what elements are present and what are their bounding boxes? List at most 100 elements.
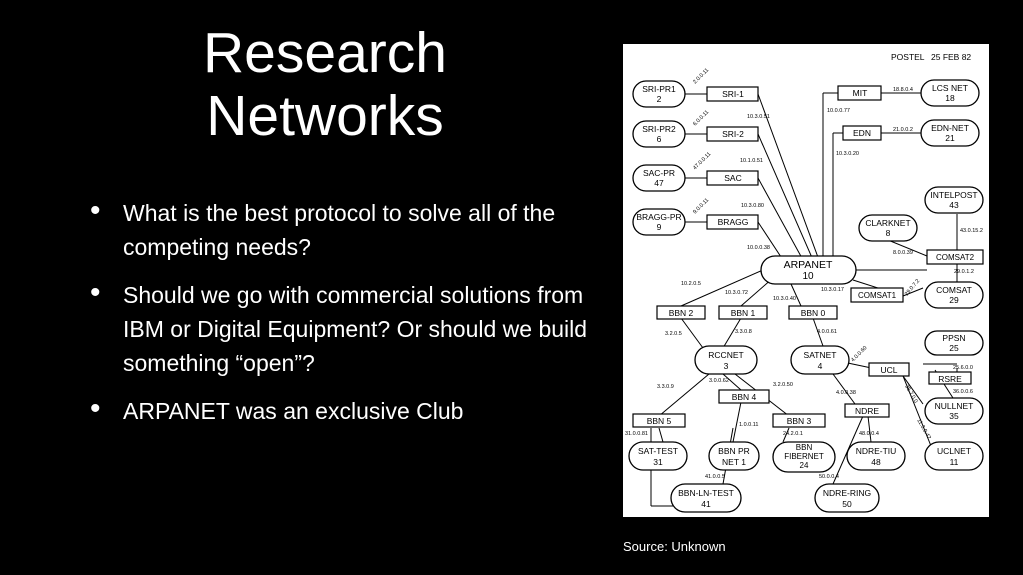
- node-name: UCLNET: [937, 446, 971, 456]
- bullet-dot-icon: •: [90, 276, 101, 309]
- source-caption: Source: Unknown: [623, 539, 726, 554]
- slide-title: Research Networks: [150, 22, 500, 148]
- node-name: SATNET: [804, 350, 837, 360]
- title-line-2: Networks: [206, 84, 444, 148]
- node-name: PPSN: [942, 333, 965, 343]
- address-label: 4.0.0.60: [850, 345, 868, 363]
- address-label: 48.0.0.4: [859, 431, 879, 437]
- bullet-text: Should we go with commercial solutions f…: [123, 282, 588, 376]
- bullet-list: • What is the best protocol to solve all …: [90, 194, 600, 442]
- gateway-labels: SRI-1 SRI-2 SAC BRAGG MIT EDN COMSAT2 CO…: [647, 88, 975, 426]
- node-labels: SRI-PR1 2 SRI-PR2 6 SAC-PR 47 BRAGG-PR 9…: [636, 83, 977, 509]
- node-name: NDRE-TIU: [856, 446, 897, 456]
- address-label: 10.3.0.40: [773, 296, 796, 302]
- gateway-label: COMSAT1: [858, 291, 897, 300]
- gateways: [632, 85, 984, 428]
- address-label: 3.3.0.8: [735, 329, 752, 335]
- address-label: 24.2.0.1: [783, 431, 803, 437]
- node-number: 43: [949, 200, 959, 210]
- address-label: 3.0.0.62: [709, 378, 729, 384]
- gateway-label: UCL: [880, 365, 897, 375]
- node-number: 6: [657, 134, 662, 144]
- address-label: 18.8.0.4: [893, 87, 913, 93]
- node-number: 18: [945, 93, 955, 103]
- node-number: 21: [945, 133, 955, 143]
- gateway-label: SAC: [724, 173, 741, 183]
- address-label: 43.0.15.2: [960, 228, 983, 234]
- node-number: 2: [657, 94, 662, 104]
- address-label: 8.0.0.39: [893, 250, 913, 256]
- gateway-label: BBN 4: [732, 392, 757, 402]
- gateway-label: EDN: [853, 128, 871, 138]
- node-number: NET 1: [722, 457, 746, 467]
- node-name: CLARKNET: [865, 218, 910, 228]
- network-diagram-image: POSTEL 25 FEB 82: [623, 44, 989, 517]
- address-label: 10.3.0.72: [725, 290, 748, 296]
- gateway-label: BRAGG: [718, 217, 749, 227]
- network-nodes: [628, 79, 984, 513]
- node-name: NDRE-RING: [823, 488, 871, 498]
- address-label: 3.3.0.9: [657, 384, 674, 390]
- address-label: 21.0.0.2: [893, 127, 913, 133]
- gateway-label: COMSAT2: [936, 253, 975, 262]
- node-number: 10: [802, 271, 814, 282]
- bullet-item: • ARPANET was an exclusive Club: [90, 392, 600, 428]
- address-label: 10.3.0.17: [821, 287, 844, 293]
- node-name: NULLNET: [935, 401, 974, 411]
- bullet-dot-icon: •: [90, 194, 101, 227]
- address-label: 50.0.0.4: [819, 474, 839, 480]
- address-label: 9.0.0.11: [692, 197, 710, 215]
- node-number: 35: [949, 411, 959, 421]
- node-name: BRAGG-PR: [636, 212, 681, 222]
- network-diagram: POSTEL 25 FEB 82: [625, 52, 984, 513]
- address-label: 3.2.0.50: [773, 382, 793, 388]
- node-number: 25: [949, 343, 959, 353]
- address-label: 10.1.0.51: [740, 158, 763, 164]
- address-label: 41.0.0.5: [705, 474, 725, 480]
- address-label: 47.0.0.11: [692, 151, 712, 171]
- gateway-label: BBN 3: [787, 416, 812, 426]
- bullet-dot-icon: •: [90, 392, 101, 425]
- address-label: 4.0.0.61: [817, 329, 837, 335]
- node-number: 50: [842, 499, 852, 509]
- bullet-item: • What is the best protocol to solve all …: [90, 194, 600, 264]
- address-label: 36.0.0.6: [953, 389, 973, 395]
- node-number: 4: [818, 361, 823, 371]
- node-number: 24: [800, 461, 809, 470]
- node-name: INTELPOST: [930, 190, 977, 200]
- address-label: 1.0.0.11: [739, 422, 758, 428]
- node-name: SAC-PR: [643, 168, 675, 178]
- node-name: EDN-NET: [931, 123, 969, 133]
- address-label: 10.0.0.38: [747, 245, 770, 251]
- header-date: 25 FEB 82: [931, 52, 971, 62]
- gateway-label: BBN 2: [669, 308, 694, 318]
- bullet-text: What is the best protocol to solve all o…: [123, 200, 556, 260]
- address-label: 29.0.7.2: [904, 278, 921, 297]
- bullet-item: • Should we go with commercial solutions …: [90, 276, 600, 380]
- node-number: 11: [950, 457, 959, 467]
- node-name: SAT-TEST: [638, 446, 678, 456]
- gateway-label: BBN 1: [731, 308, 756, 318]
- title-line-1: Research: [203, 21, 447, 85]
- node-number: 9: [657, 222, 662, 232]
- node-number: 48: [871, 457, 881, 467]
- node-name: SRI-PR1: [642, 84, 676, 94]
- bullet-text: ARPANET was an exclusive Club: [123, 398, 464, 424]
- node-name: FIBERNET: [784, 452, 824, 461]
- node-name: BBN PR: [718, 446, 750, 456]
- gateway-label: SRI-2: [722, 129, 744, 139]
- gateway-label: NDRE: [855, 406, 879, 416]
- gateway-label: BBN 0: [801, 308, 826, 318]
- gateway-label: MIT: [853, 88, 868, 98]
- address-label: 10.0.0.77: [827, 108, 850, 114]
- address-label: 29.0.1.2: [954, 269, 974, 275]
- gateway-label: SRI-1: [722, 89, 744, 99]
- node-name: BBN-LN-TEST: [678, 488, 734, 498]
- node-number: 41: [701, 499, 711, 509]
- node-number: 8: [886, 228, 891, 238]
- node-name: RCCNET: [708, 350, 743, 360]
- node-number: 31: [653, 457, 663, 467]
- address-label: 4.0.0.38: [836, 390, 856, 396]
- node-name: LCS NET: [932, 83, 968, 93]
- node-name: BBN: [796, 443, 813, 452]
